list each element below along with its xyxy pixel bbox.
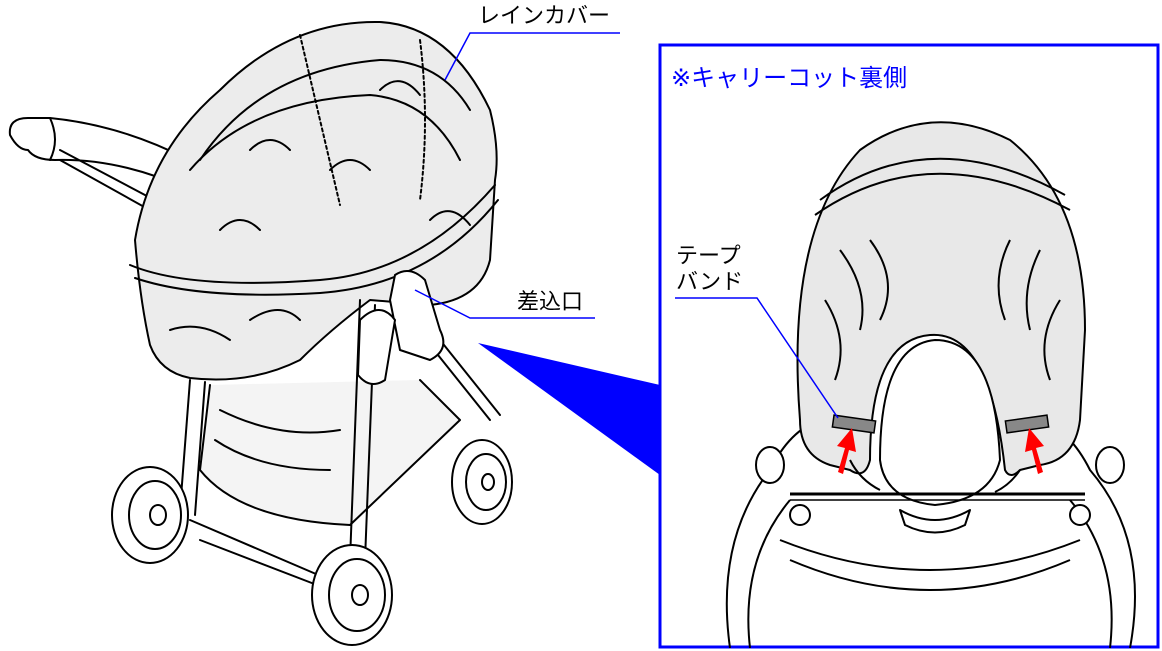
tape-band-right <box>1004 414 1050 434</box>
rain-cover-leader-line <box>444 32 620 81</box>
insertion-slot-label: 差込口 <box>517 290 584 315</box>
tape-band-label-line2: バンド <box>676 270 744 295</box>
stroller-illustration <box>8 20 513 646</box>
red-arrow-icon <box>837 428 1044 474</box>
tape-band-leader-line <box>675 297 839 419</box>
detail-panel-title: ※キャリーコット裏側 <box>671 64 908 92</box>
carrycot-underside-illustration <box>725 121 1136 649</box>
hinge <box>389 270 445 361</box>
tape-band-label: テープ バンド <box>676 244 743 296</box>
detail-pointer-cone <box>478 343 660 475</box>
basket <box>199 379 461 526</box>
rear-right-wheel <box>451 439 513 525</box>
front-left-wheel <box>111 466 189 564</box>
rear-left-wheel <box>311 544 393 646</box>
tape-band-label-line1: テープ <box>676 244 741 269</box>
tape-band-left <box>831 414 877 434</box>
insertion-slot-leader-line <box>414 289 595 319</box>
rain-cover-label: レインカバー <box>478 4 611 29</box>
